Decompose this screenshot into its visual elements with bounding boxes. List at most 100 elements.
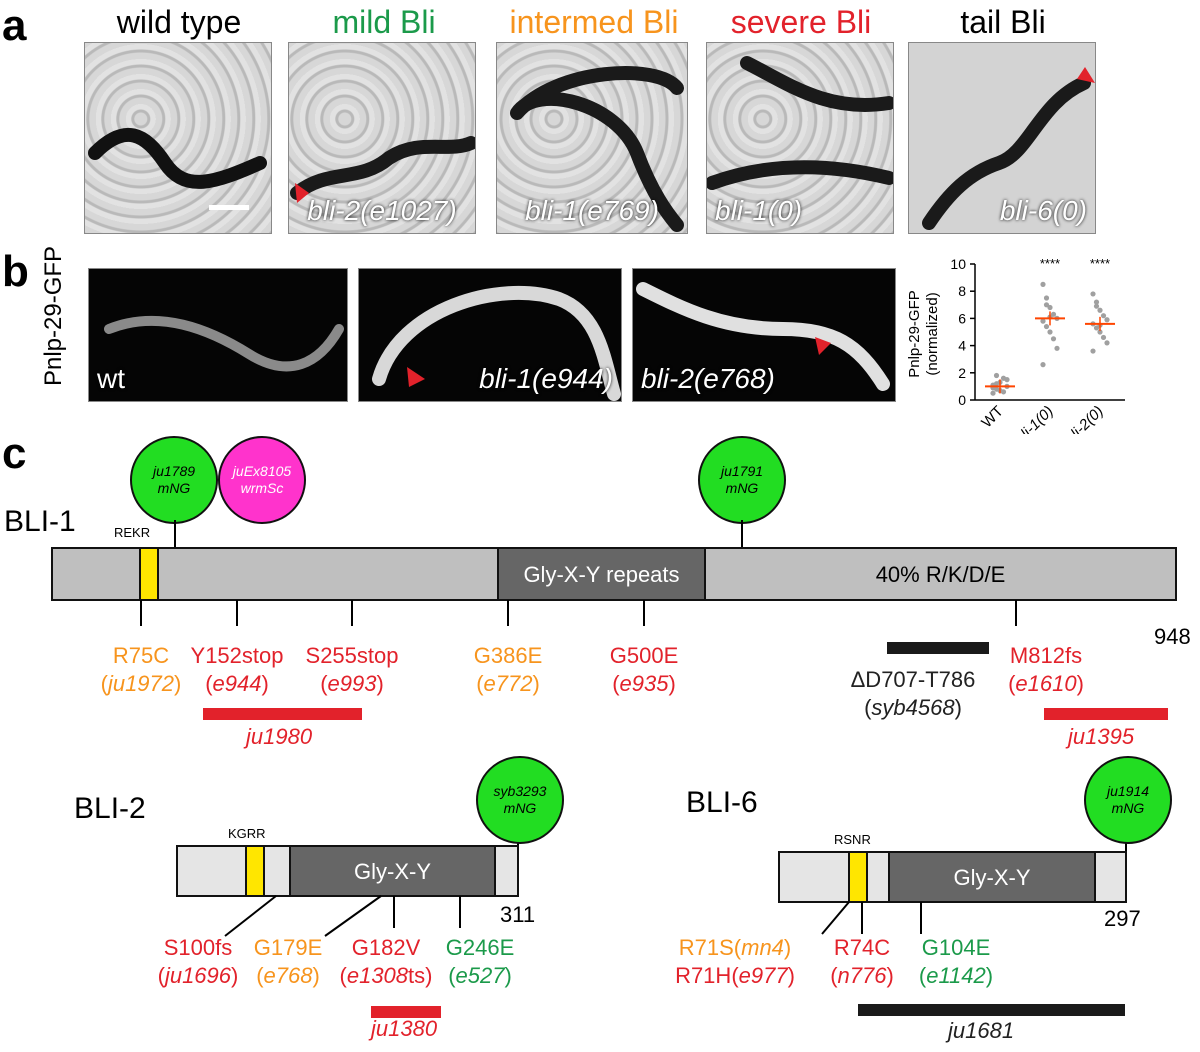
motif-label-rsnr: RSNR [834, 832, 871, 847]
scale-bar [209, 205, 249, 210]
tag-circle-ju1914: ju1914 mNG [1084, 756, 1172, 844]
column-title-tail-bli: tail Bli [960, 4, 1046, 40]
tag-circle-ju1791: ju1791 mNG [698, 436, 786, 524]
deletion-bar-ju1980 [203, 708, 362, 720]
fluorescence-image-bli-2-e768: bli-2(e768) [632, 268, 896, 402]
bli-2-length: 311 [500, 902, 536, 927]
y-tick-label: 6 [958, 310, 966, 326]
fluorescence-image-wt: wt [88, 268, 348, 402]
mutation-g246e: G246E (e527) [445, 935, 515, 988]
data-point [1100, 313, 1107, 319]
data-point [1040, 362, 1046, 368]
bli-1-domain-label-rkde: 40% R/K/D/E [875, 562, 1006, 587]
mutation-r71s-r71h: R71S(mn4) R71H(e977) [675, 935, 795, 988]
bli-1-rekr-motif [139, 547, 159, 601]
scatter-chart: Pnlp-29-GFP (normalized) 0246810WT****bl… [906, 256, 1125, 434]
data-point [1093, 299, 1100, 305]
deletion-bar-ju1681 [858, 1004, 1125, 1016]
deletion-label-ju1681: ju1681 [948, 1018, 1015, 1043]
panel-letter-a: a [2, 1, 27, 50]
protein-name-bli-1: BLI-1 [4, 505, 76, 538]
bli-6-gly-x-y-domain [888, 851, 1096, 903]
data-point [1093, 325, 1100, 331]
allele-label-bli-1-e769: bli-1(e769) [525, 195, 659, 226]
column-title-intermed-bli: intermed Bli [509, 4, 679, 40]
allele-label-bli-2-e1027: bli-2(e1027) [307, 195, 457, 226]
data-point [1040, 318, 1046, 324]
allele-label-bli-6-0: bli-6(0) [999, 195, 1087, 226]
mutation-g179e: G179E (e768) [253, 935, 323, 988]
data-point [1093, 303, 1100, 309]
y-tick-label: 10 [950, 256, 966, 272]
mutation-delta-d707-t786: ΔD707-T786 (syb4568) [850, 667, 976, 720]
arrowhead-icon [407, 367, 425, 387]
allele-label-bli-1-0: bli-1(0) [715, 195, 803, 226]
y-tick-label: 8 [958, 283, 966, 299]
fluorescence-image-bli-1-e944: bli-1(e944) [358, 268, 622, 402]
column-title-severe-bli: severe Bli [730, 4, 872, 40]
mutation-g500e: G500E (e935) [609, 643, 679, 696]
column-title-wild-type: wild type [116, 4, 242, 40]
mutation-g104e: G104E (e1142) [918, 935, 994, 988]
mutation-s255stop: S255stop (e993) [305, 643, 399, 696]
mutation-m812fs: M812fs (e1610) [1008, 643, 1084, 696]
tag-allele: ju1789 [152, 463, 196, 479]
tag-circle-syb3293: syb3293 mNG [476, 756, 564, 844]
motif-label-rekr: REKR [114, 525, 151, 540]
data-point [990, 390, 996, 396]
worm-image-intermed-bli: bli-1(e769) [496, 42, 688, 234]
protein-name-bli-6: BLI-6 [686, 786, 758, 819]
protein-name-bli-2: BLI-2 [74, 792, 146, 825]
tag-allele: juEx8105 [232, 463, 292, 479]
y-axis-label-line2: (normalized) [924, 292, 941, 375]
motif-label-kgrr: KGRR [228, 826, 266, 841]
data-point [1050, 336, 1057, 342]
bli-2-domain-label: Gly-X-Y [354, 859, 431, 884]
tag-fluor: mNG [725, 480, 759, 496]
worm-image-wild-type [84, 42, 272, 234]
image-label-bli-1-e944: bli-1(e944) [479, 363, 613, 394]
y-axis-label-line1: Pnlp-29-GFP [906, 290, 923, 378]
image-label-bli-2-e768: bli-2(e768) [641, 363, 775, 394]
data-point [1104, 340, 1110, 346]
bli-6-rsnr-motif [848, 851, 868, 903]
mutation-g386e: G386E (e772) [473, 643, 543, 696]
data-point [1104, 317, 1110, 323]
data-point [1043, 302, 1050, 308]
tag-fluor: wrmSc [240, 480, 284, 496]
tag-circle-ju1789: ju1789 mNG [130, 436, 218, 524]
data-point [1000, 375, 1007, 381]
significance-label: **** [1090, 256, 1110, 271]
deletion-bar-syb4568 [887, 642, 989, 654]
bli-1-gly-x-y-domain [497, 547, 706, 601]
mutation-r74c: R74C (n776) [830, 935, 894, 988]
bli-6-domain-label: Gly-X-Y [953, 865, 1031, 890]
data-point [993, 372, 1000, 379]
data-point [1090, 348, 1096, 354]
y-tick-label: 2 [958, 365, 966, 381]
y-tick-label: 0 [958, 392, 966, 408]
data-point [1040, 281, 1046, 287]
bli-2-kgrr-motif [245, 845, 265, 897]
mutation-g182v: G182V (e1308ts) [339, 935, 433, 988]
data-point [1043, 295, 1050, 301]
arrowhead-icon [1077, 67, 1095, 83]
data-point [1047, 304, 1053, 311]
mutation-r75c: R75C (ju1972) [100, 643, 182, 696]
data-point [1097, 329, 1103, 335]
bli-2-gly-x-y-domain [289, 845, 496, 897]
data-point [993, 381, 1000, 387]
deletion-label-ju1395: ju1395 [1068, 724, 1135, 749]
tag-fluor: mNG [157, 480, 191, 496]
arrowhead-icon [815, 337, 831, 355]
worm-image-tail-bli: bli-6(0) [908, 42, 1096, 234]
data-point [1043, 323, 1050, 330]
deletion-bar-ju1380 [371, 1006, 441, 1018]
tag-circle-juex8105: juEx8105 wrmSc [218, 436, 306, 524]
worm-image-severe-bli: bli-1(0) [706, 42, 894, 234]
data-point [1054, 345, 1060, 351]
worm-image-mild-bli: bli-2(e1027) [288, 42, 476, 234]
panel-letter-c: c [2, 429, 27, 478]
column-title-mild-bli: mild Bli [332, 4, 436, 40]
